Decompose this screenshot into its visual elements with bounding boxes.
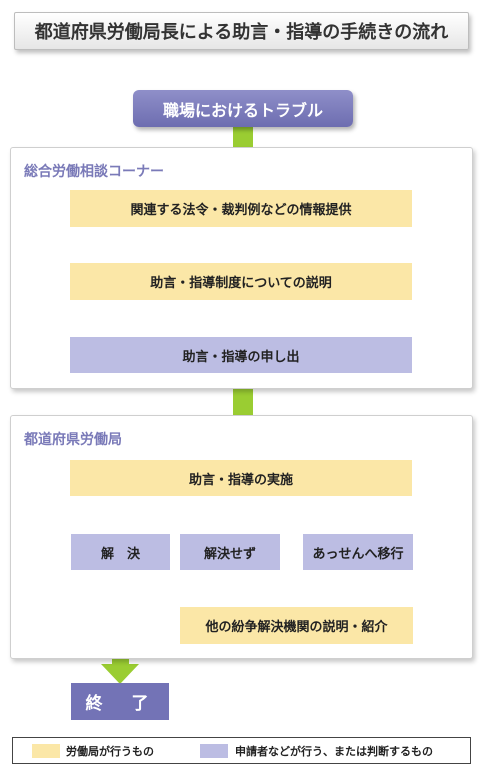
legend-label-yellow: 労働局が行うもの [66, 745, 154, 758]
node-mediation: あっせんへ移行 [303, 534, 413, 570]
legend-label-purple: 申請者などが行う、または判断するもの [235, 745, 433, 758]
legend-swatch-purple [200, 744, 228, 758]
step-request: 助言・指導の申し出 [70, 337, 412, 373]
start-node: 職場におけるトラブル [133, 90, 353, 127]
section-title-consultation: 総合労働相談コーナー [24, 164, 164, 180]
section-title-labor-bureau: 都道府県労働局 [24, 432, 122, 448]
end-node: 終 了 [71, 683, 169, 720]
legend: 労働局が行うもの 申請者などが行う、または判断するもの [12, 737, 471, 764]
step-other-institutions: 他の紛争解決機関の説明・紹介 [180, 607, 413, 644]
node-resolved: 解 決 [71, 534, 170, 570]
step-system-explanation: 助言・指導制度についての説明 [70, 263, 412, 300]
node-unresolved: 解決せず [180, 534, 280, 570]
page-title: 都道府県労働局長による助言・指導の手続きの流れ [14, 12, 469, 50]
step-implementation: 助言・指導の実施 [70, 460, 412, 496]
legend-swatch-yellow [32, 744, 60, 758]
step-info-provision: 関連する法令・裁判例などの情報提供 [70, 190, 412, 227]
